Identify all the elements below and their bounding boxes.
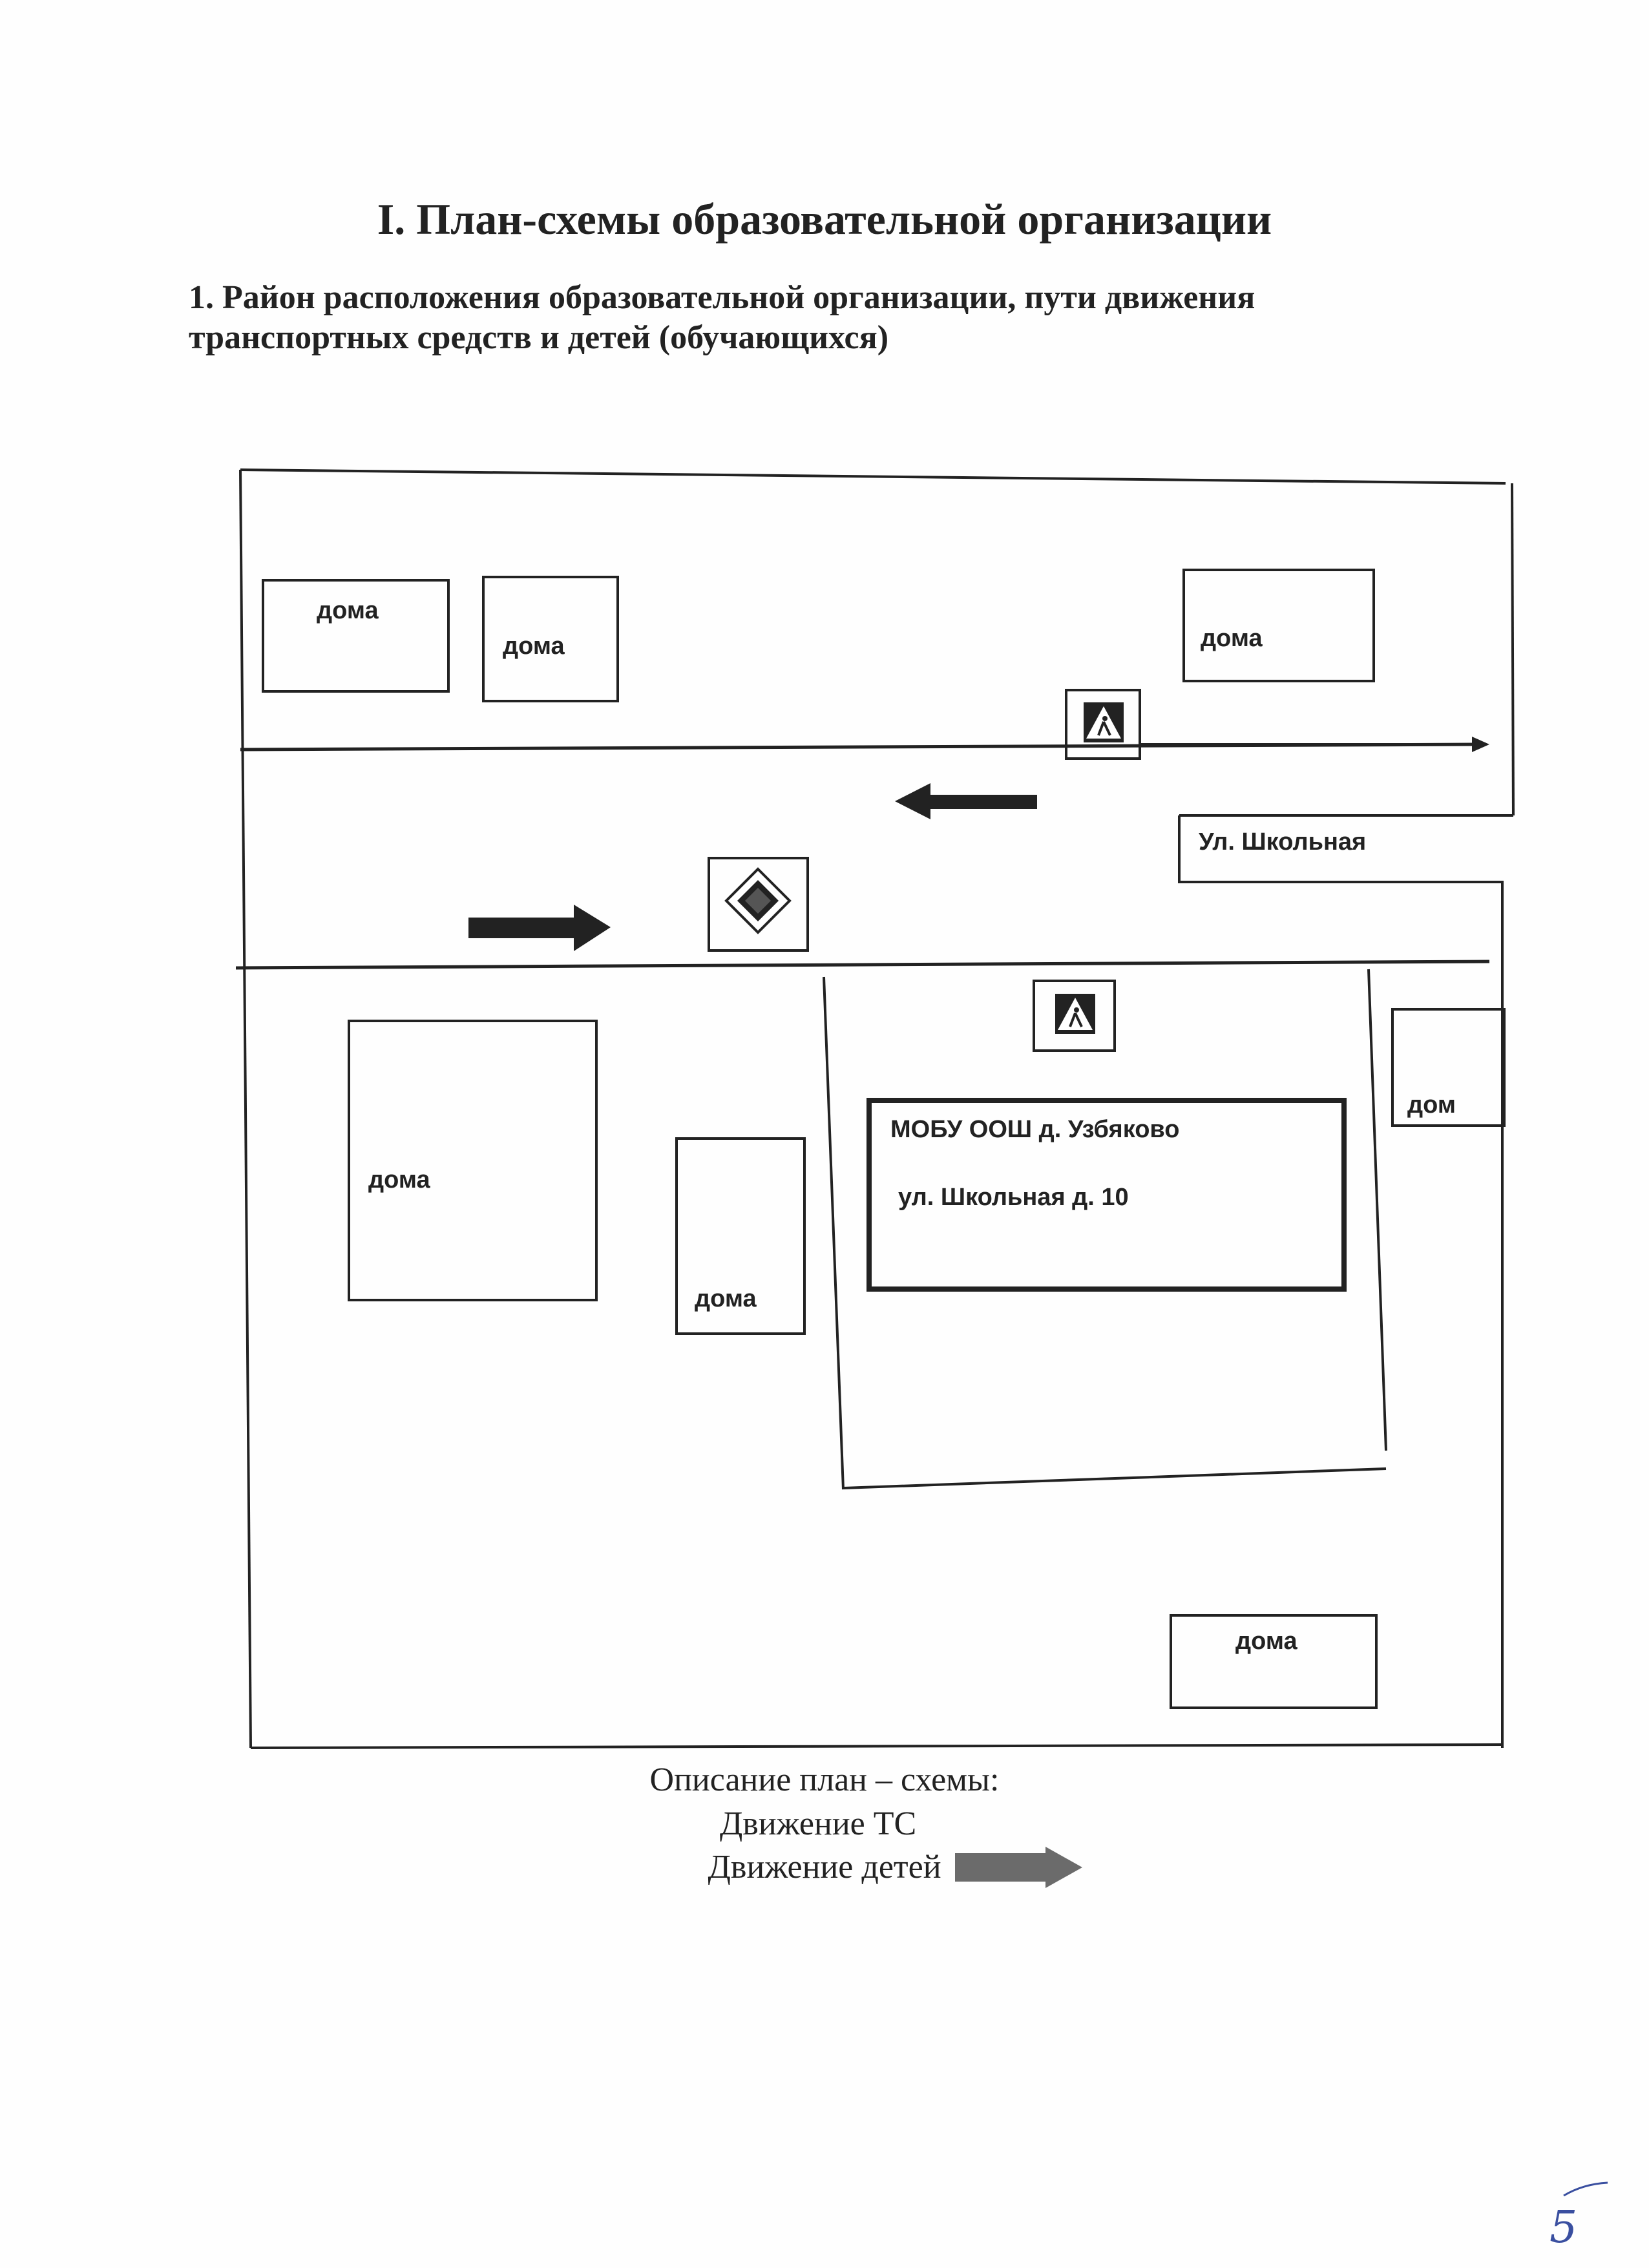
- house-label: дома: [695, 1285, 757, 1312]
- traffic-direction-arrowhead: [1472, 737, 1489, 752]
- priority-road-sign-icon: [724, 867, 792, 934]
- house-block-4: [348, 1020, 598, 1301]
- boundary-top: [240, 468, 1506, 485]
- house-label: дома: [1201, 625, 1263, 652]
- house-label: дом: [1407, 1091, 1456, 1118]
- priority-road-sign: [708, 857, 809, 952]
- house-block-2: [482, 576, 619, 702]
- school-lot-left: [823, 976, 845, 1490]
- school-address: ул. Школьная д. 10: [898, 1184, 1129, 1211]
- page-number: 5: [1549, 2202, 1577, 2253]
- house-block-3: [1182, 569, 1375, 682]
- house-label: дома: [503, 633, 565, 660]
- boundary-bottom: [250, 1743, 1503, 1749]
- pedestrian-crossing-sign-icon: [1084, 702, 1124, 742]
- school-lot-bottom: [843, 1467, 1387, 1489]
- legend-vehicle-arrow: [955, 1847, 1082, 1888]
- house-label: дома: [1235, 1628, 1297, 1655]
- vehicle-movement-arrow-left: [895, 783, 1037, 819]
- legend-vehicles: Движение ТС: [719, 1805, 917, 1842]
- street-label-box: [1178, 814, 1513, 888]
- house-label: дома: [317, 597, 379, 624]
- legend-heading: Описание план – схемы:: [649, 1761, 1000, 1798]
- pedestrian-crossing-sign-school: [1033, 980, 1116, 1052]
- pedestrian-crossing-sign-icon: [1055, 994, 1095, 1034]
- house-block-1: [262, 579, 450, 693]
- house-block-5: [675, 1137, 806, 1335]
- boundary-left: [239, 469, 252, 1748]
- boundary-right-top: [1511, 483, 1515, 816]
- street-label: Ул. Школьная: [1199, 828, 1366, 856]
- legend-children: Движение детей: [708, 1849, 941, 1885]
- page-title: I. План-схемы образовательной организаци…: [377, 194, 1272, 244]
- road-edge-bottom: [235, 960, 1490, 970]
- pedestrian-crossing-sign-top: [1065, 689, 1141, 760]
- school-name: МОБУ ООШ д. Узбяково: [890, 1116, 1180, 1143]
- page-number-stroke: [1563, 2181, 1608, 2197]
- house-block-6: [1391, 1008, 1506, 1127]
- vehicle-movement-arrow-right: [468, 905, 611, 951]
- school-lot-right: [1367, 969, 1387, 1451]
- section-subtitle: 1. Район расположения образовательной ор…: [189, 279, 1255, 356]
- house-label: дома: [368, 1166, 430, 1193]
- school-building: [867, 1098, 1347, 1292]
- house-block-7: [1170, 1614, 1378, 1709]
